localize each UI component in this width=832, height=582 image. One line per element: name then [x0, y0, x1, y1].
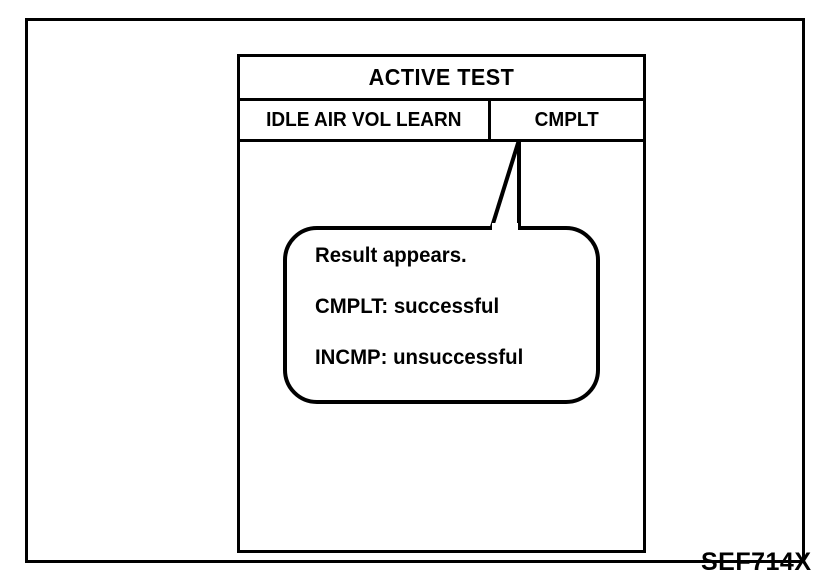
- callout-line-incmp: INCMP: unsuccessful: [315, 346, 524, 369]
- callout-bubble: [283, 226, 600, 404]
- callout-tail-gap: [492, 223, 518, 232]
- figure-outer-frame: ACTIVE TEST IDLE AIR VOL LEARN CMPLT Res…: [25, 18, 811, 576]
- callout-text-block: Result appears. CMPLT: successful INCMP:…: [315, 245, 590, 368]
- scan-tool-title-text: ACTIVE TEST: [368, 64, 515, 90]
- figure-id-label: SEF714X: [701, 548, 812, 576]
- item-name-text: IDLE AIR VOL LEARN: [266, 108, 462, 131]
- item-value-text: CMPLT: [534, 108, 600, 131]
- callout-leader-line: [489, 139, 521, 231]
- item-name-cell: IDLE AIR VOL LEARN: [240, 101, 491, 139]
- callout-line-result: Result appears.: [315, 244, 467, 267]
- callout-line-cmplt: CMPLT: successful: [315, 295, 500, 318]
- scan-tool-title-row: ACTIVE TEST: [240, 57, 643, 101]
- active-test-item-row: IDLE AIR VOL LEARN CMPLT: [240, 101, 643, 142]
- item-value-cell: CMPLT: [491, 101, 643, 139]
